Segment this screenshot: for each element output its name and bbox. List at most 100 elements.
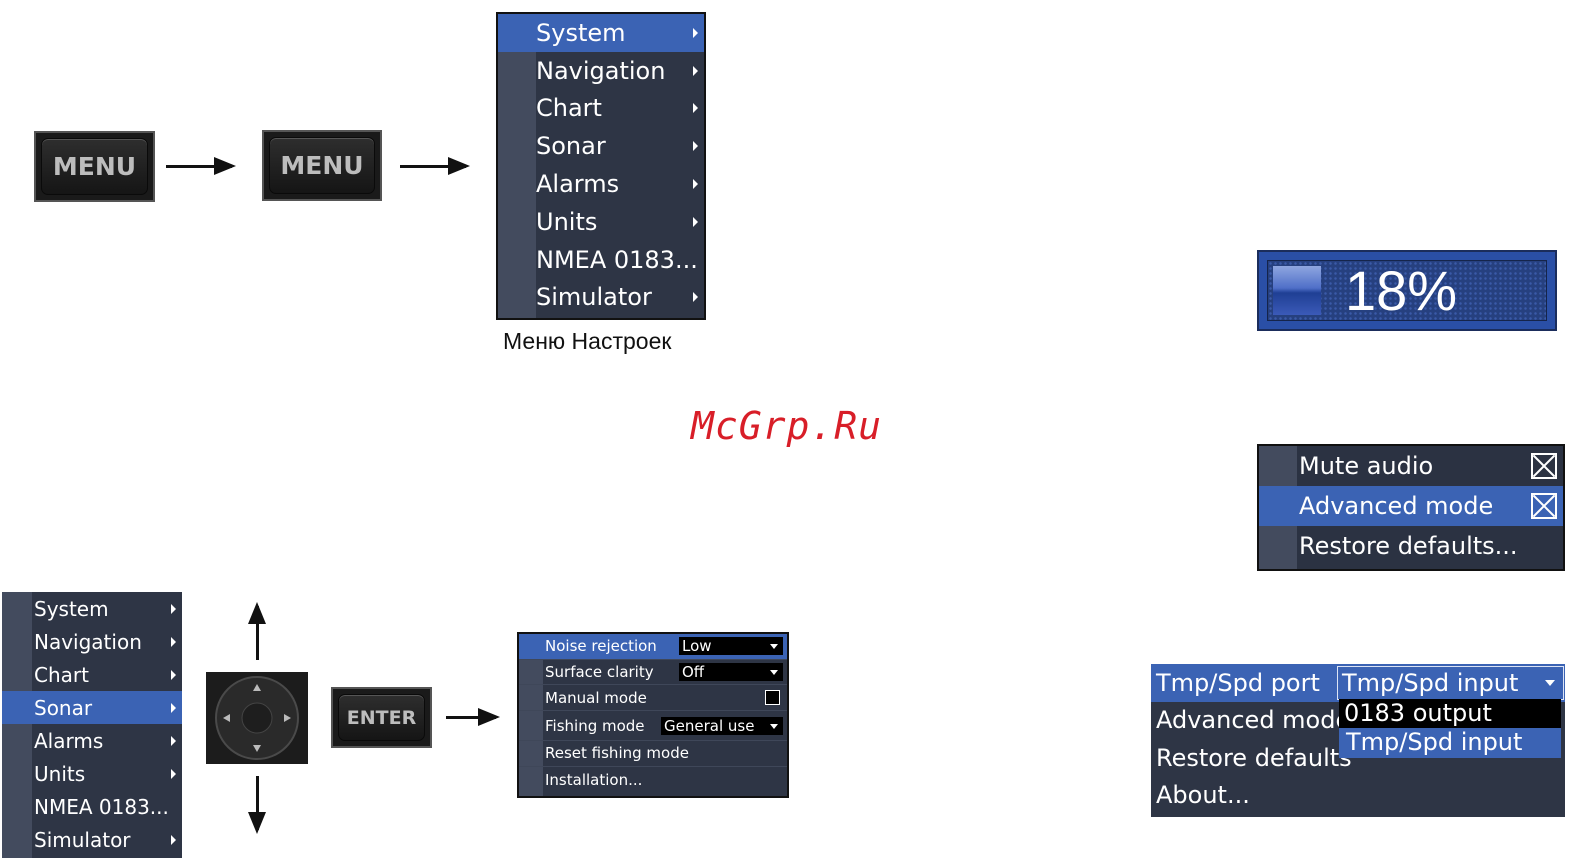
checkbox-checked-icon[interactable]: [1531, 453, 1557, 479]
fishing-mode-value: General use: [664, 716, 755, 735]
menu-stripe: [2, 592, 32, 858]
menu-item-label: Chart: [34, 662, 89, 687]
enter-button-label: ENTER: [338, 694, 425, 741]
chevron-right-icon: [693, 179, 698, 190]
menu-item-label: Simulator: [536, 283, 652, 312]
dropdown-arrow-icon: [770, 670, 778, 676]
tmp-spd-options-list: 0183 output Tmp/Spd input: [1339, 699, 1561, 758]
chevron-right-icon: [693, 292, 698, 303]
watermark: McGrp.Ru: [691, 404, 883, 448]
arrow-right-icon: [166, 157, 236, 175]
menu-item-label: Sonar: [34, 695, 93, 720]
menu-item-label: System: [536, 18, 626, 47]
noise-rejection-value: Low: [682, 637, 712, 656]
menu-item-alarms[interactable]: Alarms: [2, 724, 182, 757]
chevron-right-icon: [693, 27, 698, 38]
manual-mode-checkbox[interactable]: [765, 690, 780, 706]
menu-item-label: Sonar: [536, 132, 606, 161]
chevron-right-icon: [171, 702, 176, 713]
menu-item-label: NMEA 0183...: [34, 794, 169, 819]
option-0183-output[interactable]: 0183 output: [1344, 699, 1492, 727]
menu-item-nmea[interactable]: NMEA 0183...: [498, 241, 704, 279]
menu-item-chart[interactable]: Chart: [498, 90, 704, 128]
main-menu-sonar-selected: System Navigation Chart Sonar Alarms Uni…: [2, 592, 182, 858]
menu-item-alarms[interactable]: Alarms: [498, 165, 704, 203]
menu-item-label: Restore defaults...: [1299, 532, 1518, 560]
noise-rejection-row[interactable]: Noise rejection Low: [519, 634, 787, 660]
menu-stripe: [519, 634, 543, 796]
chevron-right-icon: [693, 141, 698, 152]
menu-item-label: System: [34, 596, 109, 621]
menu-item-simulator[interactable]: Simulator: [2, 823, 182, 856]
enter-button[interactable]: ENTER: [331, 687, 432, 748]
menu-item-nmea[interactable]: NMEA 0183...: [2, 790, 182, 823]
reset-fishing-mode-label: Reset fishing mode: [545, 744, 689, 763]
dpad-icon: [215, 676, 299, 760]
menu-item-label: Advanced mode: [1299, 492, 1494, 520]
advanced-mode-item[interactable]: Advanced mode: [1259, 486, 1563, 526]
chevron-right-icon: [171, 735, 176, 746]
noise-rejection-label: Noise rejection: [545, 637, 657, 656]
fishing-mode-row[interactable]: Fishing mode General use: [519, 711, 787, 742]
chevron-right-icon: [171, 603, 176, 614]
menu-item-sonar[interactable]: Sonar: [2, 691, 182, 724]
menu-item-label: Alarms: [34, 728, 104, 753]
menu-item-system[interactable]: System: [2, 592, 182, 625]
mute-audio-item[interactable]: Mute audio: [1259, 446, 1563, 486]
menu-item-label: Units: [536, 207, 598, 236]
reset-fishing-mode-row[interactable]: Reset fishing mode: [519, 741, 787, 767]
tmp-spd-dropdown[interactable]: Tmp/Spd input: [1337, 666, 1564, 700]
chevron-right-icon: [693, 103, 698, 114]
chevron-right-icon: [171, 834, 176, 845]
menu-item-label: Alarms: [536, 170, 620, 199]
chevron-right-icon: [171, 768, 176, 779]
manual-mode-row[interactable]: Manual mode: [519, 685, 787, 712]
advanced-mode-row[interactable]: Advanced mode: [1151, 702, 1565, 740]
sonar-settings-menu: Noise rejection Low Surface clarity Off …: [517, 632, 789, 798]
menu-item-system[interactable]: System: [498, 14, 704, 52]
chevron-right-icon: [693, 216, 698, 227]
menu-item-label: Simulator: [34, 827, 131, 852]
about-row[interactable]: About...: [1151, 777, 1565, 815]
menu-item-sonar[interactable]: Sonar: [498, 127, 704, 165]
dropdown-arrow-icon: [770, 723, 778, 729]
menu-item-label: Navigation: [536, 56, 666, 85]
option-tmp-spd-input[interactable]: Tmp/Spd input: [1339, 728, 1561, 758]
checkbox-checked-icon[interactable]: [1531, 493, 1557, 519]
manual-mode-label: Manual mode: [545, 688, 647, 707]
direction-pad[interactable]: [206, 672, 308, 764]
settings-menu: System Navigation Chart Sonar Alarms Uni…: [496, 12, 706, 320]
installation-row[interactable]: Installation...: [519, 767, 787, 793]
gauge-fill: [1273, 266, 1321, 315]
menu-button-2[interactable]: MENU: [262, 130, 382, 201]
surface-clarity-row[interactable]: Surface clarity Off: [519, 660, 787, 686]
menu-item-units[interactable]: Units: [2, 757, 182, 790]
audio-menu: Mute audio Advanced mode Restore default…: [1257, 444, 1565, 571]
settings-menu-caption: Меню Настроек: [503, 328, 672, 354]
menu-button-2-label: MENU: [269, 137, 375, 194]
menu-item-label: Mute audio: [1299, 452, 1434, 480]
menu-button-1[interactable]: MENU: [34, 131, 155, 202]
volume-value: 18%: [1345, 259, 1458, 322]
restore-defaults-row[interactable]: Restore defaults: [1151, 739, 1565, 777]
menu-button-1-label: MENU: [41, 138, 148, 195]
arrow-down-icon: [248, 776, 266, 834]
noise-rejection-dropdown[interactable]: Low: [679, 637, 783, 656]
menu-item-navigation[interactable]: Navigation: [498, 52, 704, 90]
about-label: About...: [1156, 781, 1250, 810]
menu-item-label: NMEA 0183...: [536, 245, 698, 274]
menu-item-navigation[interactable]: Navigation: [2, 625, 182, 658]
menu-item-simulator[interactable]: Simulator: [498, 279, 704, 317]
chevron-right-icon: [171, 669, 176, 680]
menu-item-label: Navigation: [34, 629, 142, 654]
surface-clarity-dropdown[interactable]: Off: [679, 663, 783, 682]
installation-label: Installation...: [545, 770, 643, 789]
fishing-mode-dropdown[interactable]: General use: [661, 716, 783, 735]
arrow-right-icon: [446, 708, 500, 726]
menu-item-units[interactable]: Units: [498, 203, 704, 241]
menu-item-chart[interactable]: Chart: [2, 658, 182, 691]
dropdown-arrow-icon: [770, 644, 778, 650]
restore-defaults-item[interactable]: Restore defaults...: [1259, 526, 1563, 566]
fishing-mode-label: Fishing mode: [545, 716, 645, 735]
surface-clarity-value: Off: [682, 663, 705, 682]
